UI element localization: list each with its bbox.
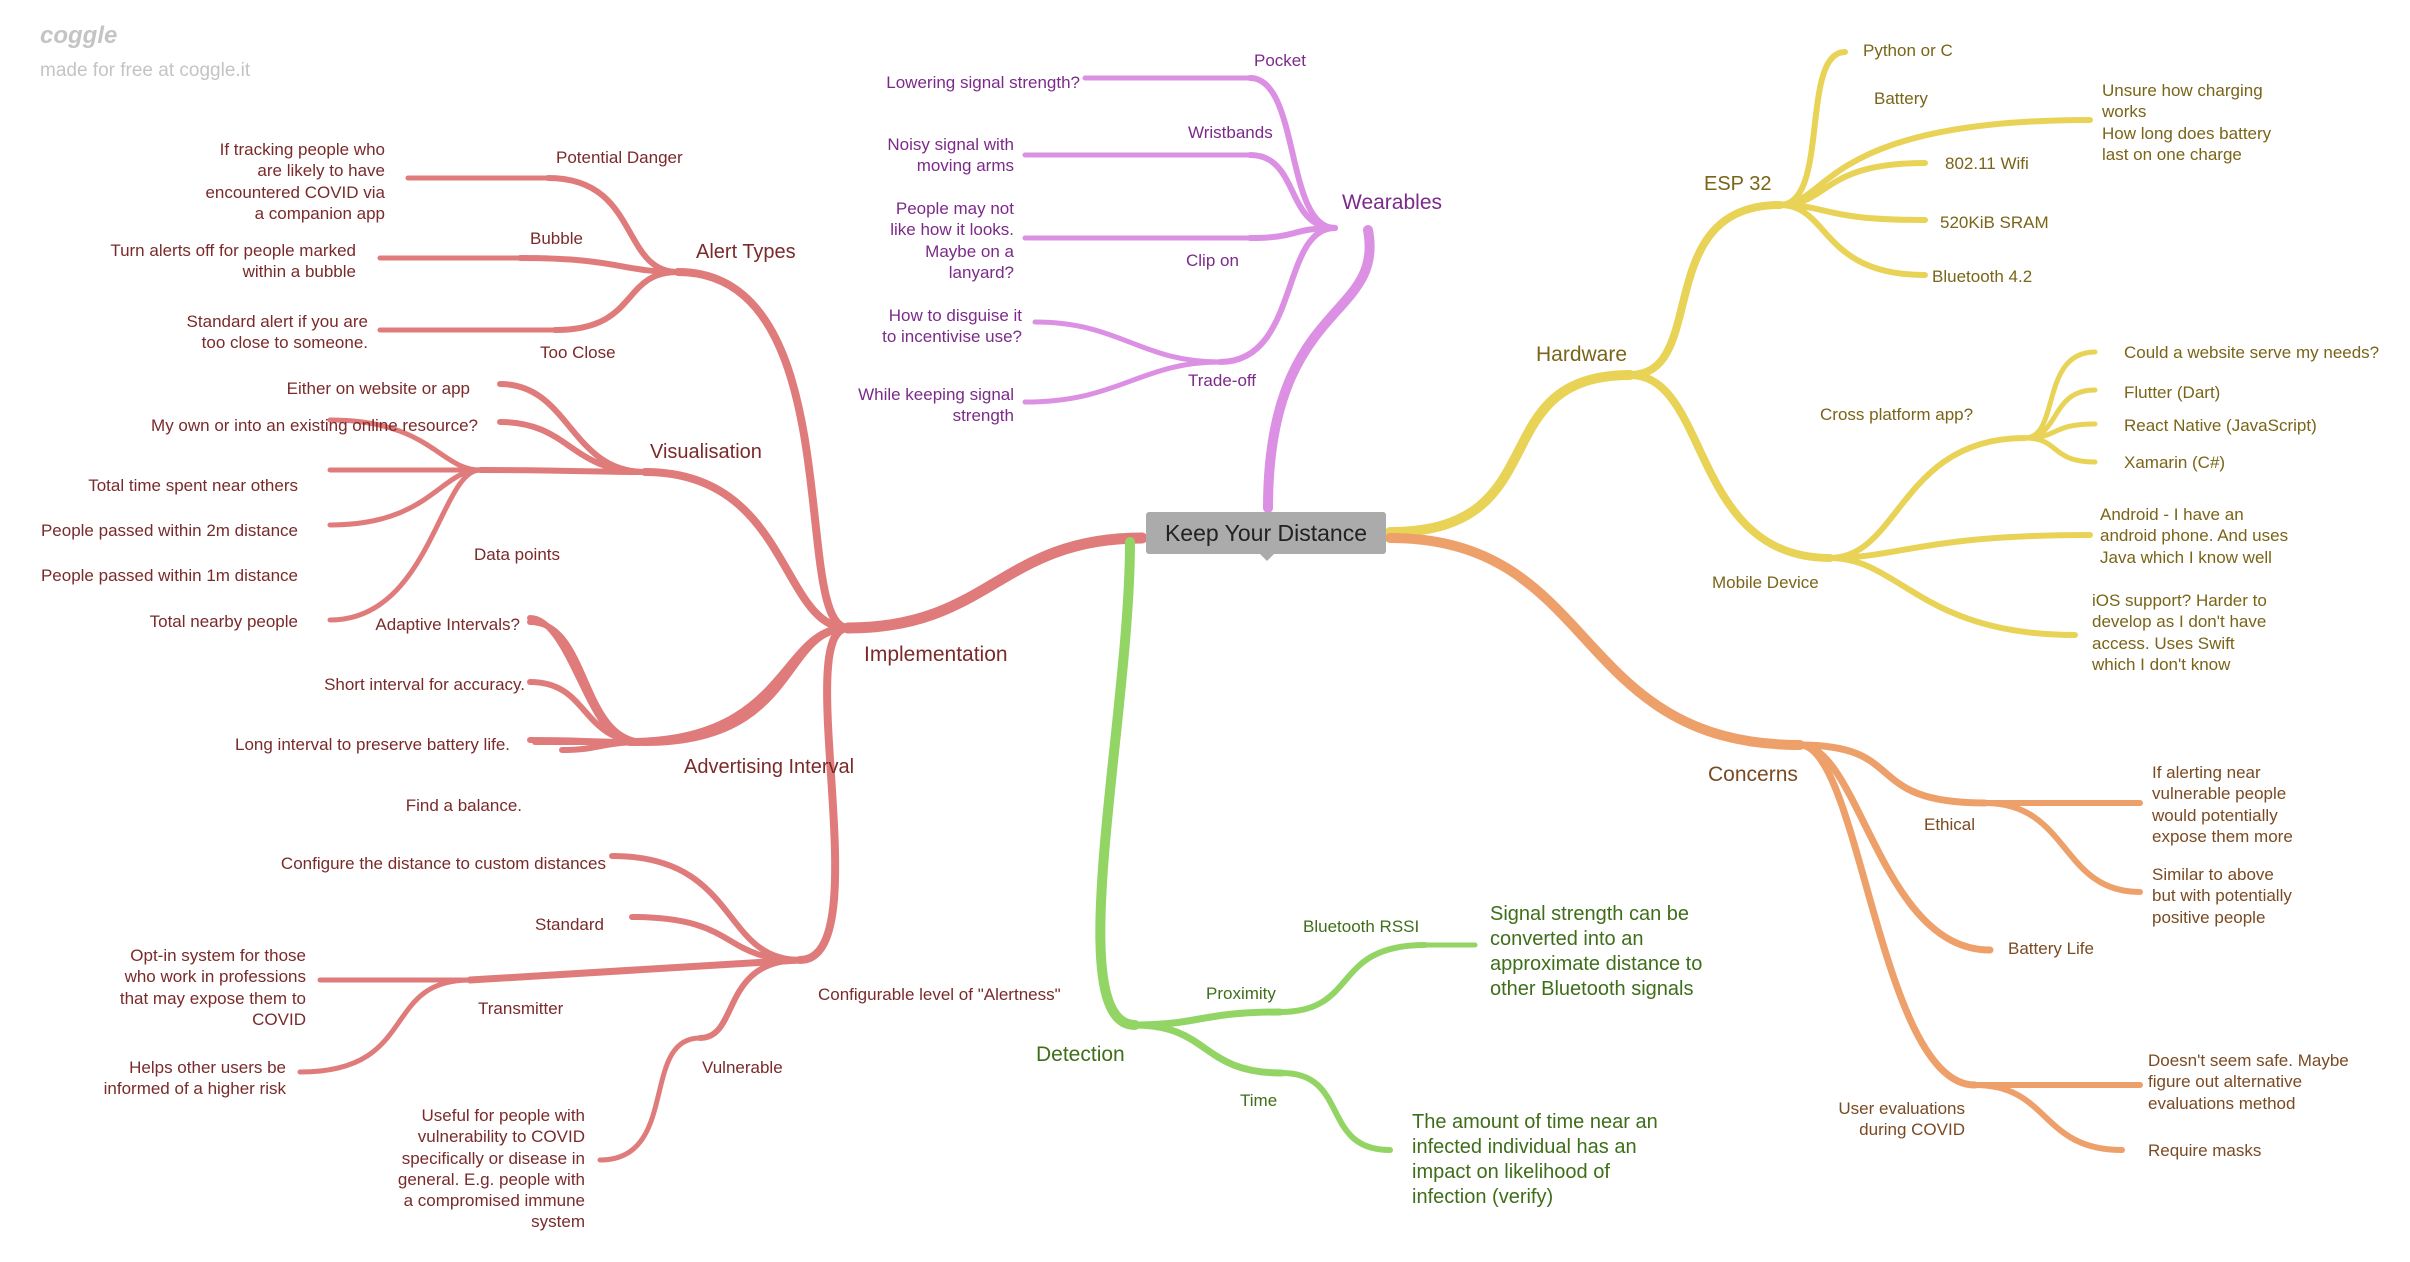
root-node-pointer bbox=[1258, 552, 1276, 561]
advertising-item[interactable]: Find a balance. bbox=[405, 796, 522, 815]
detection-node[interactable]: Detection bbox=[1036, 1043, 1125, 1066]
wearables-branches bbox=[1022, 75, 1375, 513]
online-resource-note[interactable]: My own or into an existing online resour… bbox=[151, 416, 478, 435]
clip-on-node[interactable]: Clip on bbox=[1186, 251, 1239, 270]
ethical-positive-note[interactable]: Similar to above but with potentially po… bbox=[2152, 865, 2292, 927]
advertising-item[interactable]: Short interval for accuracy. bbox=[324, 675, 525, 694]
detection-branches bbox=[1095, 537, 1478, 1153]
not-safe-note[interactable]: Doesn't seem safe. Maybe figure out alte… bbox=[2148, 1051, 2349, 1113]
mobile-device-node[interactable]: Mobile Device bbox=[1712, 573, 1819, 592]
website-or-app-note[interactable]: Either on website or app bbox=[286, 379, 470, 398]
disguise-note[interactable]: How to disguise it to incentivise use? bbox=[882, 306, 1022, 347]
python-or-c-node[interactable]: Python or C bbox=[1863, 41, 1953, 60]
user-evaluations-node[interactable]: User evaluations during COVID bbox=[1838, 1099, 1965, 1140]
potential-danger-node[interactable]: Potential Danger bbox=[556, 148, 683, 167]
alertness-node[interactable]: Configurable level of "Alertness" bbox=[818, 985, 1061, 1004]
standard-node[interactable]: Standard bbox=[535, 915, 604, 934]
time-note[interactable]: The amount of time near an infected indi… bbox=[1412, 1111, 1658, 1208]
ethical-node[interactable]: Ethical bbox=[1924, 815, 1976, 834]
trade-off-node[interactable]: Trade-off bbox=[1188, 371, 1257, 390]
coggle-tagline[interactable]: made for free at coggle.it bbox=[40, 60, 251, 81]
bluetooth-rssi-node[interactable]: Bluetooth RSSI bbox=[1303, 917, 1420, 936]
implementation-branches bbox=[297, 175, 1148, 1163]
pocket-node[interactable]: Pocket bbox=[1254, 51, 1306, 70]
clip-on-note[interactable]: People may not like how it looks. Maybe … bbox=[890, 199, 1014, 282]
ethical-vulnerable-note[interactable]: If alerting near vulnerable people would… bbox=[2152, 763, 2293, 846]
require-masks-node[interactable]: Require masks bbox=[2148, 1141, 2262, 1160]
wristbands-node[interactable]: Wristbands bbox=[1188, 123, 1273, 142]
data-point-item[interactable]: Total nearby people bbox=[149, 612, 298, 631]
advertising-interval-node[interactable]: Advertising Interval bbox=[684, 756, 855, 778]
concerns-node[interactable]: Concerns bbox=[1708, 763, 1798, 786]
bluetooth-node[interactable]: Bluetooth 4.2 bbox=[1932, 267, 2033, 286]
cross-platform-item[interactable]: Flutter (Dart) bbox=[2124, 383, 2221, 402]
vulnerable-node[interactable]: Vulnerable bbox=[702, 1058, 783, 1077]
too-close-node[interactable]: Too Close bbox=[540, 343, 616, 362]
potential-danger-note[interactable]: If tracking people who are likely to hav… bbox=[205, 140, 385, 223]
bubble-note[interactable]: Turn alerts off for people marked within… bbox=[110, 241, 356, 282]
alert-types-node[interactable]: Alert Types bbox=[696, 241, 796, 263]
battery-node[interactable]: Battery bbox=[1874, 89, 1928, 108]
wearables-node[interactable]: Wearables bbox=[1342, 191, 1442, 214]
data-point-item[interactable]: People passed within 1m distance bbox=[40, 566, 298, 585]
cross-platform-item[interactable]: Could a website serve my needs? bbox=[2124, 343, 2380, 362]
bubble-node[interactable]: Bubble bbox=[530, 229, 583, 248]
hardware-branches bbox=[1385, 49, 2098, 638]
data-point-item[interactable]: People passed within 2m distance bbox=[40, 521, 298, 540]
signal-strength-note[interactable]: While keeping signal strength bbox=[858, 385, 1014, 426]
vulnerable-note[interactable]: Useful for people with vulnerability to … bbox=[397, 1106, 585, 1232]
inform-users-note[interactable]: Helps other users be informed of a highe… bbox=[103, 1058, 286, 1099]
android-note[interactable]: Android - I have an android phone. And u… bbox=[2100, 505, 2289, 567]
data-point-item[interactable]: Total time spent near others bbox=[88, 476, 298, 495]
opt-in-note[interactable]: Opt-in system for those who work in prof… bbox=[119, 946, 306, 1029]
advertising-item[interactable]: Adaptive Intervals? bbox=[375, 615, 520, 634]
ios-note[interactable]: iOS support? Harder to develop as I don'… bbox=[2092, 591, 2267, 674]
time-node[interactable]: Time bbox=[1240, 1091, 1278, 1110]
wristbands-note[interactable]: Noisy signal with moving arms bbox=[887, 135, 1014, 176]
advertising-item[interactable]: Long interval to preserve battery life. bbox=[235, 735, 510, 754]
coggle-logo[interactable]: coggle bbox=[40, 22, 118, 49]
pocket-note[interactable]: Lowering signal strength? bbox=[886, 73, 1080, 92]
wifi-node[interactable]: 802.11 Wifi bbox=[1945, 154, 2029, 173]
cross-platform-node[interactable]: Cross platform app? bbox=[1820, 405, 1974, 424]
cross-platform-item[interactable]: React Native (JavaScript) bbox=[2124, 416, 2317, 435]
proximity-node[interactable]: Proximity bbox=[1206, 984, 1276, 1003]
too-close-note[interactable]: Standard alert if you are too close to s… bbox=[186, 312, 368, 353]
root-node[interactable]: Keep Your Distance bbox=[1146, 512, 1386, 554]
esp32-node[interactable]: ESP 32 bbox=[1704, 173, 1772, 195]
rssi-note[interactable]: Signal strength can be converted into an… bbox=[1490, 903, 1703, 1000]
sram-node[interactable]: 520KiB SRAM bbox=[1940, 213, 2049, 232]
visualisation-node[interactable]: Visualisation bbox=[650, 441, 762, 463]
data-points-node[interactable]: Data points bbox=[474, 545, 560, 564]
transmitter-node[interactable]: Transmitter bbox=[478, 999, 564, 1018]
hardware-node[interactable]: Hardware bbox=[1536, 343, 1628, 366]
custom-distance-note[interactable]: Configure the distance to custom distanc… bbox=[280, 854, 606, 873]
battery-note[interactable]: Unsure how charging works How long does … bbox=[2102, 81, 2272, 164]
implementation-node[interactable]: Implementation bbox=[864, 643, 1008, 666]
concerns-branches bbox=[1385, 533, 2143, 1153]
cross-platform-item[interactable]: Xamarin (C#) bbox=[2124, 453, 2226, 472]
battery-life-node[interactable]: Battery Life bbox=[2008, 939, 2094, 958]
